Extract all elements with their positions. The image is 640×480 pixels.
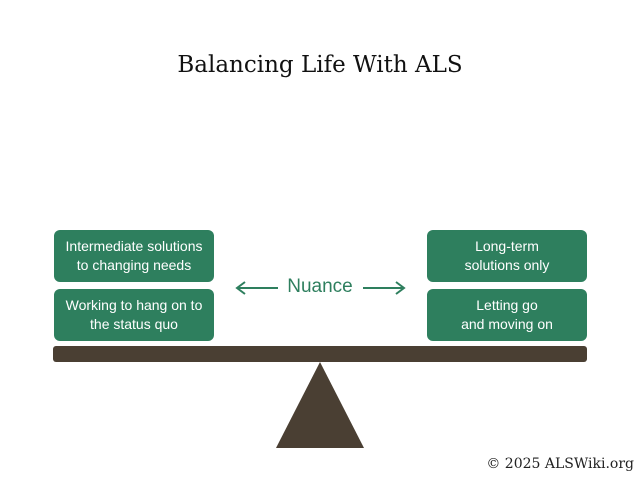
left-top-box: Intermediate solutions to changing needs <box>54 230 214 282</box>
arrow-right-icon <box>363 281 406 295</box>
seesaw-fulcrum <box>276 362 364 448</box>
arrow-left-icon <box>235 281 278 295</box>
copyright-footer: © 2025 ALSWiki.org <box>486 456 634 472</box>
seesaw-beam <box>53 346 587 362</box>
nuance-label: Nuance <box>287 276 353 297</box>
right-top-box: Long-term solutions only <box>427 230 587 282</box>
diagram-title: Balancing Life With ALS <box>177 52 463 78</box>
left-bottom-box: Working to hang on to the status quo <box>54 289 214 341</box>
right-bottom-box: Letting go and moving on <box>427 289 587 341</box>
